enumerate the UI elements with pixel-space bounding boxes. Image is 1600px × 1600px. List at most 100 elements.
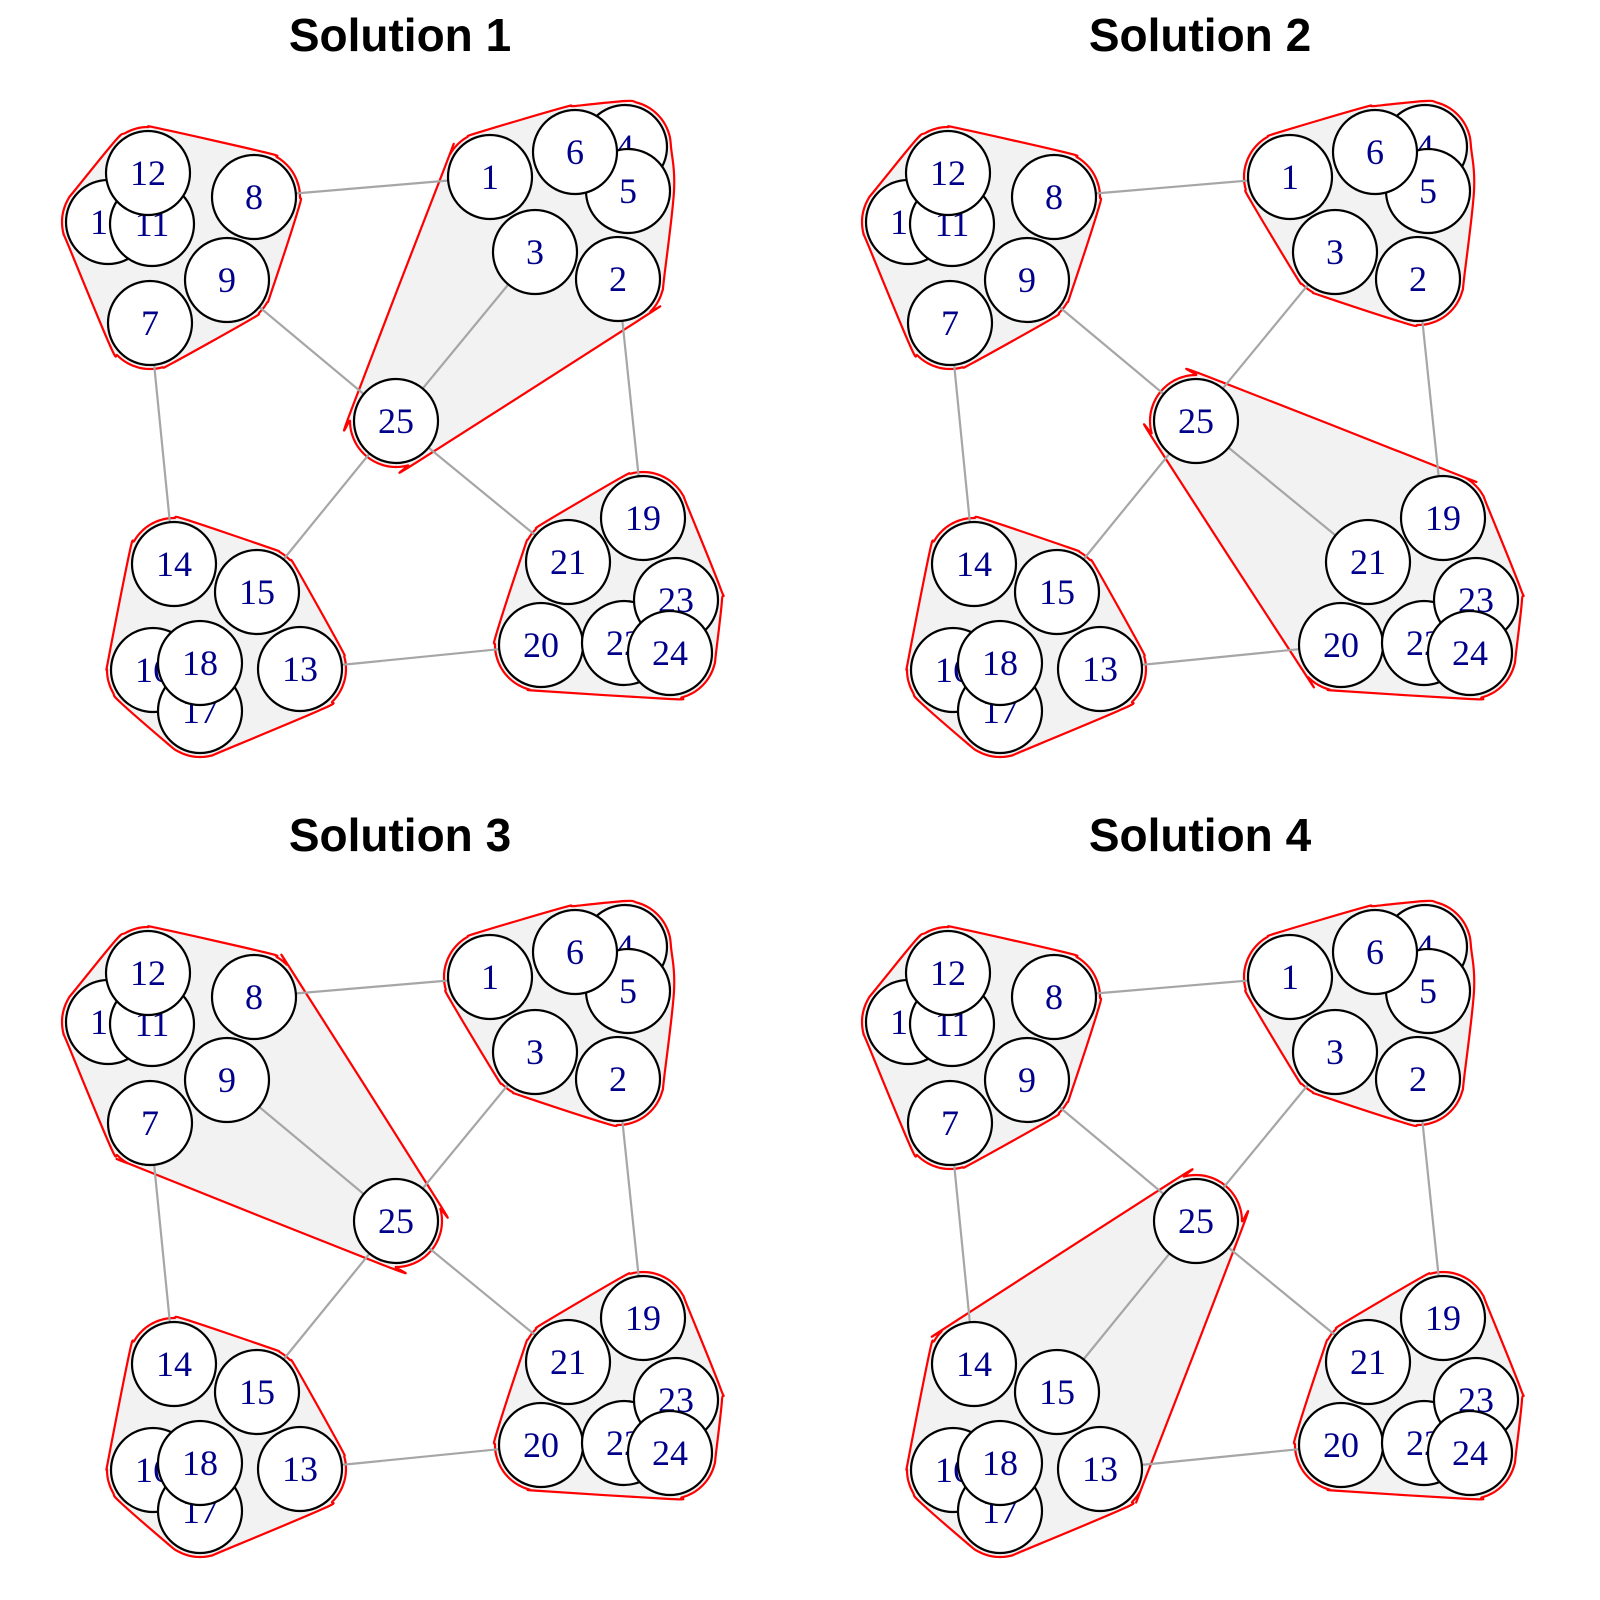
node: 1 [446, 133, 534, 221]
panel-title: Solution 2 [1088, 9, 1312, 61]
node-label: 2 [1409, 1059, 1427, 1099]
node-label: 15 [239, 1372, 275, 1412]
node-circle [130, 520, 218, 608]
node-circle [904, 129, 992, 217]
node: 6 [1331, 908, 1419, 996]
node-circle [930, 520, 1018, 608]
node-circle [1331, 908, 1419, 996]
node: 3 [491, 1008, 579, 1096]
node-circle [1056, 1425, 1144, 1513]
node: 18 [956, 619, 1044, 707]
node-label: 19 [625, 498, 661, 538]
node-label: 24 [1452, 633, 1488, 673]
node: 9 [183, 236, 271, 324]
node-label: 14 [956, 1344, 992, 1384]
node-label: 6 [1366, 932, 1384, 972]
node-circle [156, 1419, 244, 1507]
node: 24 [1426, 609, 1514, 697]
node-label: 5 [619, 171, 637, 211]
node: 15 [213, 1348, 301, 1436]
node-label: 24 [1452, 1433, 1488, 1473]
node: 19 [599, 474, 687, 562]
node-label: 1 [1281, 157, 1299, 197]
node-label: 13 [1082, 1449, 1118, 1489]
node-label: 14 [956, 544, 992, 584]
node: 21 [524, 518, 612, 606]
node-label: 13 [1082, 649, 1118, 689]
node: 24 [1426, 1409, 1514, 1497]
node-label: 24 [652, 633, 688, 673]
node: 18 [156, 619, 244, 707]
node: 2 [1374, 1035, 1462, 1123]
node-label: 12 [130, 153, 166, 193]
node-circle [531, 108, 619, 196]
node: 3 [1291, 1008, 1379, 1096]
node: 3 [1291, 208, 1379, 296]
node-label: 9 [1018, 260, 1036, 300]
node-circle [352, 1177, 440, 1265]
node-circle [1246, 133, 1334, 221]
node-label: 3 [526, 1032, 544, 1072]
node-label: 3 [1326, 1032, 1344, 1072]
node: 25 [352, 377, 440, 465]
node-label: 2 [1409, 259, 1427, 299]
node: 7 [906, 279, 994, 367]
node-circle [256, 1425, 344, 1513]
node: 15 [1013, 1348, 1101, 1436]
node-circle [956, 1419, 1044, 1507]
node: 20 [1297, 1401, 1385, 1489]
node: 7 [906, 1079, 994, 1167]
node: 1 [446, 933, 534, 1021]
node: 13 [256, 625, 344, 713]
node-circle [256, 625, 344, 713]
node: 25 [1152, 377, 1240, 465]
node-label: 13 [282, 649, 318, 689]
node: 8 [1010, 153, 1098, 241]
node-circle [183, 236, 271, 324]
node-label: 19 [1425, 1298, 1461, 1338]
node-circle [574, 235, 662, 323]
node-circle [130, 1320, 218, 1408]
node-circle [599, 474, 687, 562]
node-circle [1324, 1318, 1412, 1406]
node: 18 [956, 1419, 1044, 1507]
node: 15 [1013, 548, 1101, 636]
node: 6 [531, 908, 619, 996]
node: 21 [1324, 1318, 1412, 1406]
node-label: 19 [1425, 498, 1461, 538]
node-label: 15 [239, 572, 275, 612]
node-label: 12 [930, 153, 966, 193]
node: 9 [983, 1036, 1071, 1124]
node-label: 6 [566, 932, 584, 972]
node-label: 14 [156, 1344, 192, 1384]
node-label: 15 [1039, 1372, 1075, 1412]
node-label: 6 [1366, 132, 1384, 172]
node-circle [930, 1320, 1018, 1408]
node-label: 5 [1419, 171, 1437, 211]
node-label: 18 [982, 643, 1018, 683]
node-circle [1152, 1177, 1240, 1265]
node-label: 1 [481, 957, 499, 997]
node: 8 [1010, 953, 1098, 1041]
node-circle [1152, 377, 1240, 465]
node-label: 9 [1018, 1060, 1036, 1100]
node-circle [1013, 548, 1101, 636]
node: 2 [1374, 235, 1462, 323]
node-label: 25 [378, 1201, 414, 1241]
node-circle [906, 1079, 994, 1167]
node-label: 7 [141, 303, 159, 343]
node: 9 [183, 1036, 271, 1124]
node: 24 [626, 1409, 714, 1497]
node-label: 21 [550, 1342, 586, 1382]
node: 7 [106, 279, 194, 367]
node-label: 20 [1323, 625, 1359, 665]
node-circle [1324, 518, 1412, 606]
node-circle [1010, 953, 1098, 1041]
node: 8 [210, 153, 298, 241]
node: 7 [106, 1079, 194, 1167]
